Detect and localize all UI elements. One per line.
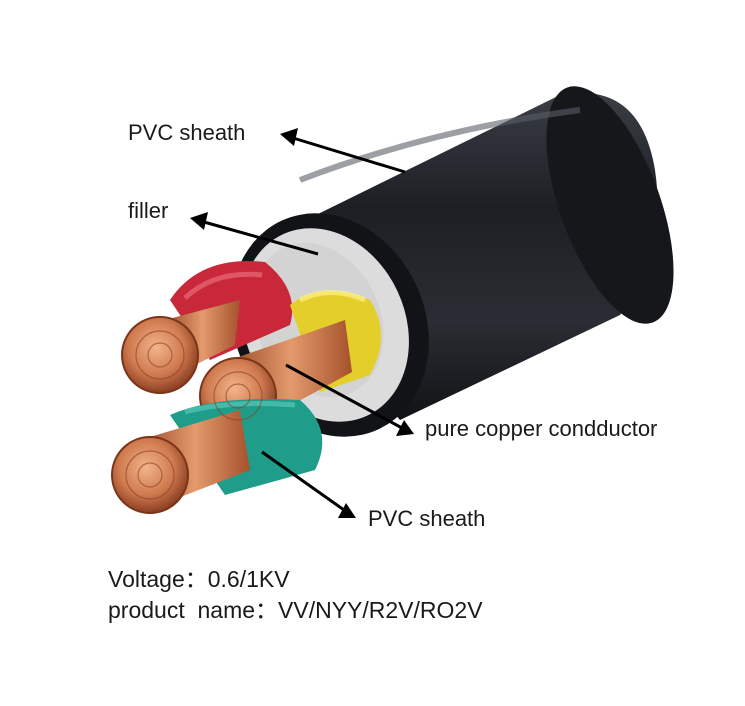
spec-voltage: Voltage：0.6/1KV	[108, 566, 290, 592]
label-filler: filler	[128, 198, 169, 223]
arrow-conductor	[285, 363, 403, 430]
arrow-sheath-inner	[261, 450, 345, 512]
arrowhead-sheath-inner	[338, 503, 356, 518]
arrowhead-filler	[190, 212, 208, 230]
arrow-filler	[203, 220, 319, 256]
label-pvc-sheath-outer: PVC sheath	[128, 120, 246, 145]
arrowhead-sheath-outer	[280, 128, 298, 146]
strand-texture	[125, 330, 263, 500]
green-core	[111, 399, 323, 514]
red-core	[121, 261, 293, 394]
label-pvc-sheath-inner: PVC sheath	[368, 506, 486, 531]
callout-arrows	[190, 128, 414, 518]
arrowhead-conductor	[396, 420, 414, 436]
label-pure-copper-conductor: pure copper condductor	[425, 416, 658, 441]
spec-product-name: product name：VV/NYY/R2V/RO2V	[108, 597, 483, 623]
arrow-sheath-outer	[292, 136, 406, 174]
